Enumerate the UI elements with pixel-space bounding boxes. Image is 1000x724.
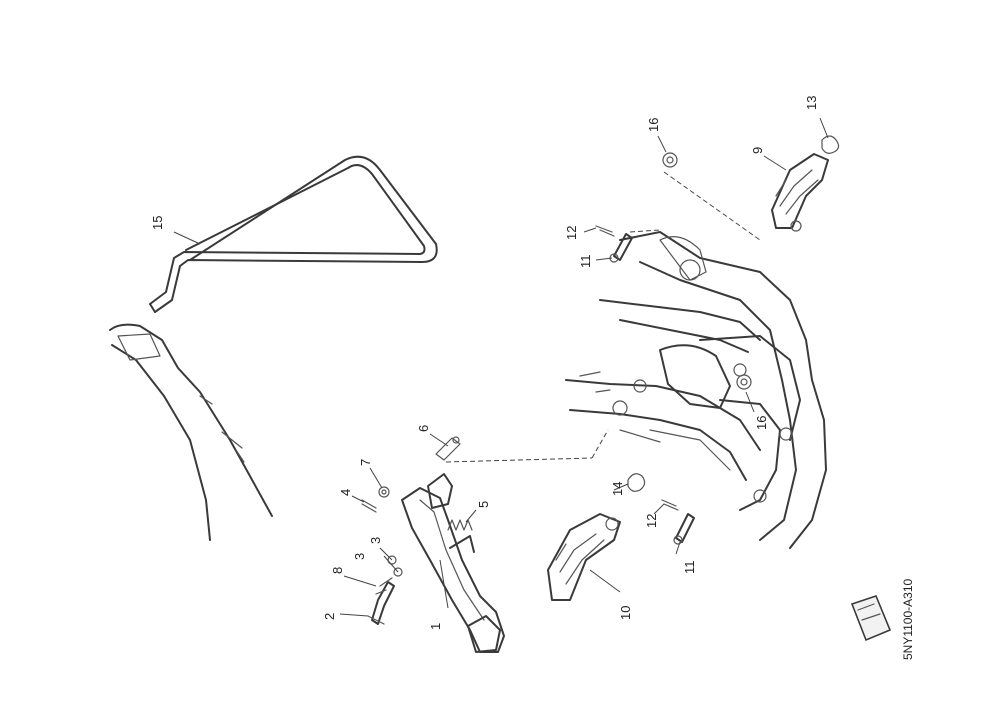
callout-11a: 11 [578, 255, 593, 269]
callout-3a: 3 [352, 553, 367, 560]
callout-14: 14 [610, 482, 625, 496]
frame-part [565, 231, 827, 549]
kickstand-part [149, 155, 438, 313]
callout-16a: 16 [646, 118, 661, 132]
callout-12a: 12 [564, 226, 579, 240]
callout-7: 7 [358, 459, 373, 466]
callout-10: 10 [618, 606, 633, 620]
callout-11b: 11 [682, 561, 697, 575]
footrest-left-part [547, 513, 621, 601]
callout-12b: 12 [644, 514, 659, 528]
callout-labels: 15 1 2 3 3 4 5 6 7 8 9 10 11 11 12 12 13… [150, 96, 819, 630]
callout-13: 13 [804, 96, 819, 110]
pin-part [435, 436, 461, 461]
callout-8: 8 [330, 567, 345, 574]
front-direction-icon [850, 595, 892, 642]
callout-3b: 3 [368, 537, 383, 544]
callout-16b: 16 [754, 416, 769, 430]
swingarm-part [109, 323, 273, 541]
callout-6: 6 [416, 425, 431, 432]
brake-pedal-part [401, 473, 505, 653]
leader-lines [173, 117, 829, 617]
washer-part [378, 486, 403, 577]
footrest-right-part [771, 153, 829, 232]
bolt-part [367, 577, 395, 625]
cotter-pin-part [361, 499, 377, 513]
collar-part [662, 152, 752, 390]
callout-9: 9 [750, 147, 765, 154]
footrest-spring-part [627, 135, 840, 492]
diagram-code: 5NY1100-A310 [901, 579, 915, 660]
callout-15: 15 [150, 216, 165, 230]
cotter-part [595, 225, 679, 511]
callout-2: 2 [322, 613, 337, 620]
callout-5: 5 [476, 501, 491, 508]
callout-4: 4 [338, 489, 353, 496]
callout-1: 1 [428, 623, 443, 630]
